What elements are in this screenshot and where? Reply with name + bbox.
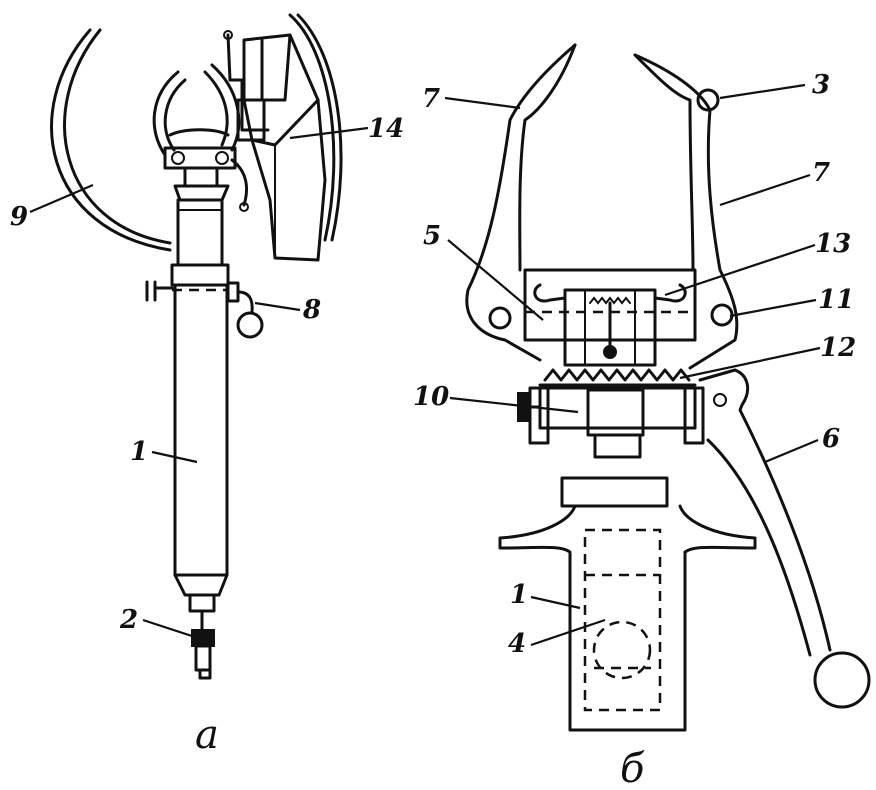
label-13: 13 — [815, 229, 851, 259]
label-9: 9 — [10, 202, 28, 232]
caption-a: а — [195, 712, 219, 758]
label-12: 12 — [820, 333, 856, 363]
lever-handle — [698, 368, 832, 652]
handle-ring — [236, 311, 264, 339]
label-11: 11 — [818, 285, 854, 315]
label-7-left: 7 — [422, 84, 440, 114]
label-8: 8 — [302, 295, 321, 325]
label-5: 5 — [423, 221, 441, 251]
part-labels: 1 2 8 9 14 3 7 7 5 13 11 12 10 6 1 4 — [10, 70, 856, 659]
top-jaw-left — [152, 70, 180, 157]
main-tube — [173, 283, 229, 577]
label-10: 10 — [413, 382, 449, 412]
right-jaw — [633, 53, 739, 370]
arc-guard-right — [288, 13, 336, 242]
figure-a — [50, 13, 343, 680]
label-1-a: 1 — [130, 437, 148, 467]
label-4: 4 — [508, 629, 526, 659]
label-2: 2 — [119, 605, 138, 635]
label-3: 3 — [812, 70, 830, 100]
crossbar — [538, 386, 697, 430]
figure-b — [465, 43, 871, 732]
toothed-rack — [543, 368, 691, 382]
right-pivot — [710, 303, 734, 327]
side-box — [242, 33, 327, 262]
pivot-3 — [696, 88, 720, 112]
label-1-b: 1 — [510, 580, 528, 610]
arc-guard — [50, 28, 172, 252]
label-14: 14 — [368, 114, 404, 144]
lever-knob — [813, 651, 871, 709]
collar — [560, 476, 669, 508]
label-7-right: 7 — [812, 158, 830, 188]
caption-b: б — [620, 746, 645, 790]
label-6: 6 — [822, 424, 840, 454]
base-body — [498, 504, 757, 732]
leader-lines — [29, 83, 821, 647]
left-pivot — [488, 306, 512, 330]
left-jaw — [465, 43, 577, 362]
